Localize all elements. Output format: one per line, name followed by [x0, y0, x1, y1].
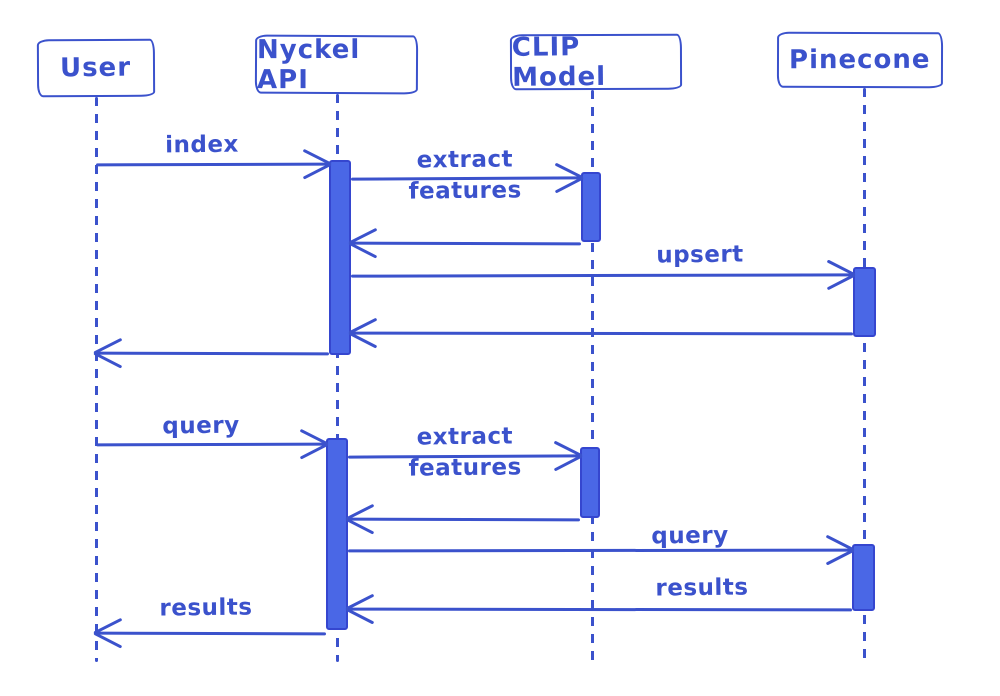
message-label-index: index	[165, 131, 239, 159]
actor-label-nyckel-api: Nyckel API	[256, 34, 361, 95]
activation-bar-pinecone-query	[852, 544, 875, 611]
lifeline-nyckel-api	[336, 94, 339, 662]
lifeline-clip-model	[591, 90, 594, 662]
actor-label-user: User	[60, 52, 132, 84]
message-label-extract-features-2: extract features	[408, 423, 522, 482]
message-arrow-query-pinecone	[347, 548, 853, 553]
message-label-extract-features-1: extract features	[408, 146, 522, 205]
message-arrow-user-return-1	[95, 351, 330, 356]
message-arrow-results-pinecone	[347, 607, 853, 612]
activation-bar-clip-query	[580, 447, 600, 518]
message-arrow-index	[95, 162, 330, 167]
actor-box-nyckel-api: Nyckel API	[254, 34, 419, 95]
actor-label-clip-model: CLIP Model	[511, 32, 607, 93]
activation-bar-nyckel-query	[326, 438, 348, 630]
message-arrow-results-user	[95, 631, 327, 636]
message-arrow-upsert	[350, 273, 854, 278]
lifeline-pinecone	[863, 88, 866, 662]
message-arrow-clip-return-1	[350, 241, 582, 246]
activation-bar-nyckel-index	[329, 160, 351, 355]
message-label-query-user: query	[162, 412, 240, 440]
message-arrow-clip-return-2	[347, 517, 581, 522]
message-label-results-pinecone: results	[655, 574, 749, 602]
actor-box-user: User	[36, 38, 156, 98]
actor-box-clip-model: CLIP Model	[509, 32, 683, 93]
message-label-results-user: results	[159, 594, 253, 622]
message-label-query-pinecone: query	[651, 522, 729, 550]
actor-box-pinecone: Pinecone	[776, 31, 944, 89]
actor-label-pinecone: Pinecone	[789, 44, 931, 76]
message-arrow-query-user	[95, 442, 327, 447]
activation-bar-clip-index	[581, 172, 601, 242]
message-label-upsert: upsert	[656, 241, 744, 269]
message-arrow-pinecone-return-1	[350, 331, 854, 336]
lifeline-user	[95, 97, 98, 662]
activation-bar-pinecone-upsert	[853, 267, 876, 337]
